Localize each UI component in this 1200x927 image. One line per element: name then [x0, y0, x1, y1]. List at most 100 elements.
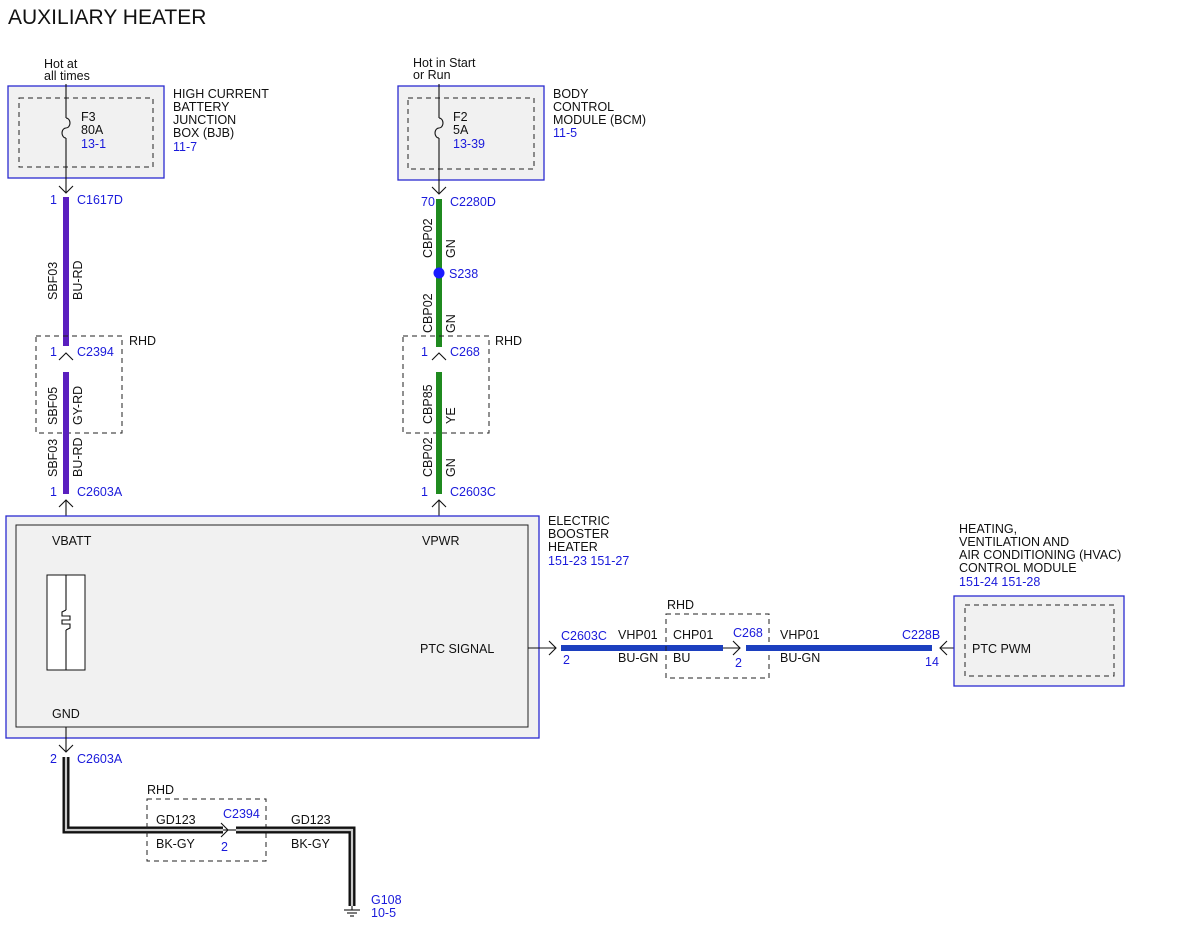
bjb-ref: 11-7	[173, 140, 197, 154]
c2394-bottom-pin: 2	[221, 840, 228, 854]
wire-gd123-left-stripe	[64, 757, 223, 832]
connector-c268-right-icon	[732, 640, 741, 656]
heater-inner-box	[15, 524, 529, 728]
hvac-name-3: AIR CONDITIONING (HVAC)	[959, 548, 1121, 562]
wire-gd123-right-stripe	[236, 828, 354, 906]
bjb-name-4: BOX (BJB)	[173, 126, 234, 140]
bcm-name-2: CONTROL	[553, 100, 614, 114]
bcm-name-3: MODULE (BCM)	[553, 113, 646, 127]
fuse-f2-id: F2	[453, 110, 468, 124]
heater-name-3: HEATER	[548, 540, 598, 554]
heater-name-2: BOOSTER	[548, 527, 609, 541]
connector-c1617d-icon	[58, 185, 74, 194]
rhd-label-ground: RHD	[147, 783, 174, 797]
bcm-inner-box	[407, 97, 535, 170]
wire-gd123-left-circuit: GD123	[156, 813, 196, 827]
c2603a-bottom-id: C2603A	[77, 752, 123, 766]
c268-right-pin: 2	[735, 656, 742, 670]
rhd-box-middle	[402, 335, 490, 434]
source-label-right-2: or Run	[413, 68, 451, 82]
c268-top-id: C268	[450, 345, 480, 359]
wire-vhp01-left-color: BU-GN	[618, 651, 658, 665]
wire-sbf03-bottom-color: BU-RD	[71, 437, 85, 477]
pin-ptc-signal-label: PTC SIGNAL	[420, 642, 494, 656]
c2603c-right-id: C2603C	[561, 629, 607, 643]
wire-chp01-color: BU	[673, 651, 690, 665]
wire-gd123-left-color: BK-GY	[156, 837, 196, 851]
bjb-inner-box	[18, 97, 154, 168]
hvac-name-4: CONTROL MODULE	[959, 561, 1077, 575]
wire-sbf05-color: GY-RD	[71, 386, 85, 425]
ground-symbol-icon	[344, 909, 360, 917]
connector-c2603c-right-icon	[548, 640, 557, 656]
bcm-ref: 11-5	[553, 126, 577, 140]
bcm-name-1: BODY	[553, 87, 589, 101]
wire-vhp01-right-color: BU-GN	[780, 651, 820, 665]
wire-sbf03-bottom-circuit: SBF03	[46, 439, 60, 477]
ground-g108-id: G108	[371, 893, 402, 907]
fuse-f2-rating: 5A	[453, 123, 469, 137]
pin-vpwr-label: VPWR	[422, 534, 460, 548]
wire-cbp85-lower	[436, 372, 442, 494]
c228b-id: C228B	[902, 628, 940, 642]
connector-c2394-top-icon	[58, 352, 74, 361]
c2394-top-id: C2394	[77, 345, 114, 359]
bjb-name-2: BATTERY	[173, 100, 230, 114]
wire-cbp85-circuit: CBP85	[421, 384, 435, 424]
wire-gd123-right-color: BK-GY	[291, 837, 331, 851]
wire-cbp02-1-circuit: CBP02	[421, 218, 435, 258]
heater-name-1: ELECTRIC	[548, 514, 610, 528]
hvac-inner-box	[964, 604, 1115, 677]
c2280d-id: C2280D	[450, 195, 496, 209]
wire-sbf05	[63, 372, 69, 494]
c268-right-id: C268	[733, 626, 763, 640]
wire-sbf03-top-circuit: SBF03	[46, 262, 60, 300]
wire-vhp01-left	[561, 645, 723, 651]
rhd-label-left: RHD	[129, 334, 156, 348]
splice-s238-dot	[433, 267, 445, 279]
resistor-symbol-icon	[61, 609, 71, 631]
wire-cbp02-3-color: GN	[444, 458, 458, 477]
bcm-module-box	[397, 85, 545, 181]
c2603a-top-pin: 1	[50, 485, 57, 499]
c2603c-top-id: C2603C	[450, 485, 496, 499]
c2603a-top-id: C2603A	[77, 485, 123, 499]
source-label-left-1: Hot at	[44, 57, 78, 71]
wire-cbp02-3-circuit: CBP02	[421, 437, 435, 477]
source-label-left-2: all times	[44, 69, 90, 83]
wire-sbf03-top-color: BU-RD	[71, 260, 85, 300]
wire-sbf05-circuit: SBF05	[46, 387, 60, 425]
pin-ptc-pwm-label: PTC PWM	[972, 642, 1031, 656]
c2394-top-pin: 1	[50, 345, 57, 359]
wire-cbp02-2-circuit: CBP02	[421, 293, 435, 333]
wire-gd123-right-circuit: GD123	[291, 813, 331, 827]
wire-vhp01-right-circuit: VHP01	[780, 628, 820, 642]
fuse-f3-id: F3	[81, 110, 96, 124]
heater-refs: 151-23 151-27	[548, 554, 629, 568]
c1617d-pin: 1	[50, 193, 57, 207]
bjb-name-3: JUNCTION	[173, 113, 236, 127]
c228b-pin: 14	[925, 655, 939, 669]
c268-top-pin: 1	[421, 345, 428, 359]
pin-gnd-label: GND	[52, 707, 80, 721]
source-label-right-1: Hot in Start	[413, 56, 476, 70]
wire-chp01-circuit: CHP01	[673, 628, 713, 642]
bjb-module-box	[7, 85, 165, 179]
rhd-box-left	[35, 335, 123, 434]
c2603c-right-pin: 2	[563, 653, 570, 667]
c2603a-bottom-pin: 2	[50, 752, 57, 766]
bjb-name-1: HIGH CURRENT	[173, 87, 269, 101]
ground-g108-ref: 10-5	[371, 906, 396, 920]
c2280d-pin: 70	[421, 195, 435, 209]
rhd-label-middle: RHD	[495, 334, 522, 348]
c1617d-id: C1617D	[77, 193, 123, 207]
fuse-f2-ref: 13-39	[453, 137, 485, 151]
fuse-f3-icon	[61, 117, 71, 139]
wire-gd123-left	[62, 757, 223, 834]
wire-cbp85-color: YE	[444, 407, 458, 424]
hvac-module-box	[953, 595, 1125, 687]
wire-cbp02-2-color: GN	[444, 314, 458, 333]
pin-vbatt-label: VBATT	[52, 534, 92, 548]
c2394-bottom-id: C2394	[223, 807, 260, 821]
